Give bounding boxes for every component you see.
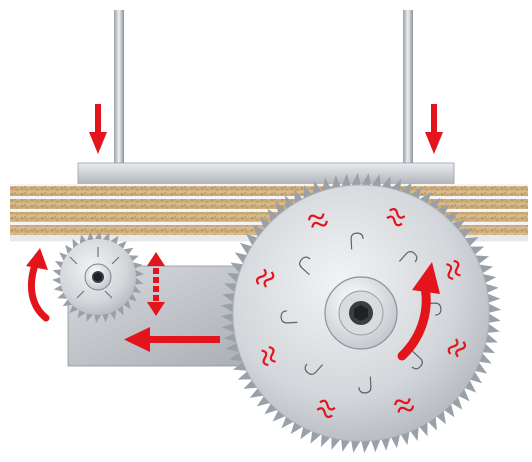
noise-slot (424, 302, 442, 316)
expansion-slots (255, 207, 467, 419)
expansion-slot (446, 259, 461, 280)
expansion-slot (316, 399, 336, 419)
expansion-slot (394, 398, 415, 413)
board-layer (10, 186, 528, 196)
board-layer (10, 212, 528, 222)
rotation-arrow-icon (397, 262, 440, 361)
expansion-slot (307, 213, 328, 228)
scoring-blade (52, 231, 144, 323)
noise-slot (411, 350, 423, 370)
noise-slot (299, 256, 311, 276)
noise-slot (350, 232, 364, 250)
noise-reduction-slots (280, 232, 442, 394)
board-layer (10, 199, 528, 209)
noise-slot (398, 251, 418, 263)
expansion-slot (447, 338, 467, 358)
expansion-slot (386, 207, 406, 227)
right-support-rod (403, 10, 413, 170)
vertical-adjust-arrow-icon (147, 252, 165, 316)
noise-slot (304, 363, 324, 375)
noise-slot (280, 310, 298, 324)
horizontal-feed-arrow-icon (124, 327, 220, 352)
left-support-rod (114, 10, 124, 170)
down-arrow-icon (89, 104, 107, 154)
main-saw-blade (221, 173, 501, 453)
pressure-beam (77, 162, 455, 186)
expansion-slot (255, 268, 275, 288)
down-arrow-icon (425, 104, 443, 154)
expansion-slot (261, 346, 276, 367)
rotation-arrow-icon (26, 248, 50, 322)
noise-slot (358, 376, 372, 394)
